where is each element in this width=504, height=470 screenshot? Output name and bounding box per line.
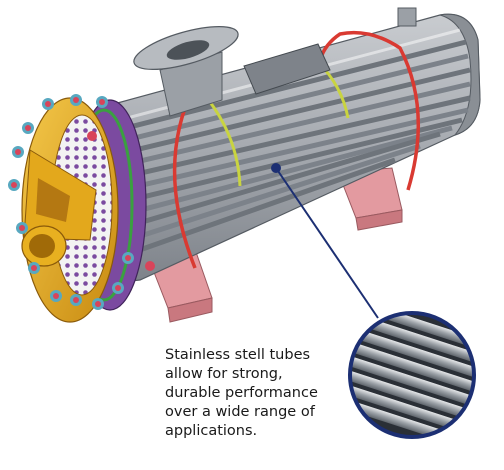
inlet-nozzle — [133, 25, 239, 117]
name-plate — [243, 43, 331, 95]
vent-nozzle — [397, 7, 417, 27]
callout-text: Stainless stell tubes allow for strong, … — [165, 347, 318, 439]
flange-bolts — [8, 94, 155, 310]
callout-leader — [271, 163, 379, 319]
channel-head — [21, 97, 119, 323]
